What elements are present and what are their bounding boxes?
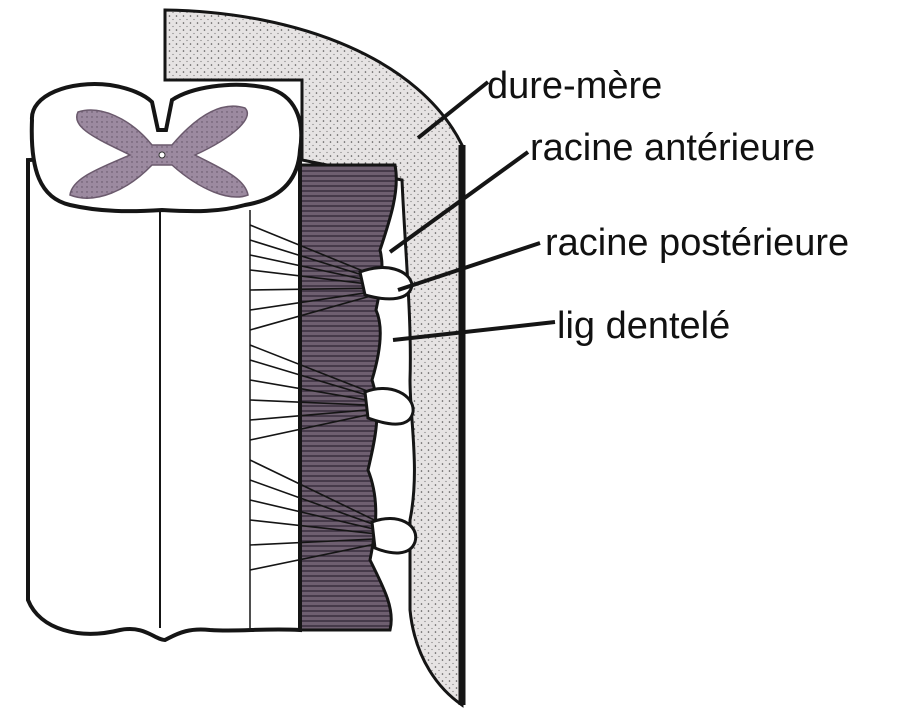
label-anterior-root: racine antérieure [530, 127, 815, 169]
label-dura-mere: dure-mère [487, 65, 662, 107]
labels: dure-mère racine antérieure racine posté… [487, 65, 849, 347]
spinal-cord [28, 84, 301, 640]
label-denticulate-ligament: lig dentelé [557, 305, 730, 347]
label-posterior-root: racine postérieure [545, 222, 849, 264]
